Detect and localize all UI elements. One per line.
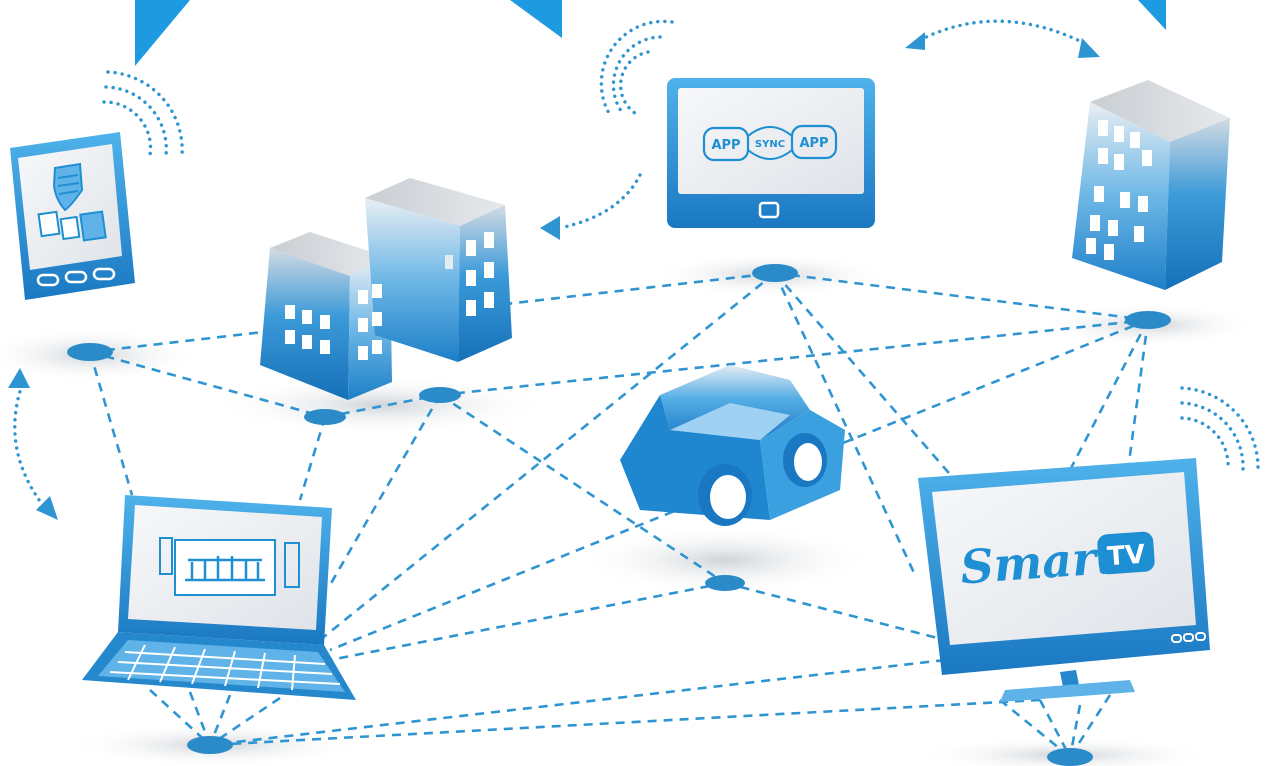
network-nodes <box>67 264 1171 766</box>
laptop-icon <box>82 495 356 700</box>
smart-tv-icon: Smart TV <box>918 458 1210 702</box>
tv-badge-label: TV <box>1106 540 1146 573</box>
top-triangles <box>135 0 1166 66</box>
node-tablet <box>752 264 798 282</box>
sync-arrow-icon <box>8 368 58 520</box>
wifi-signal-icon <box>1180 386 1260 472</box>
car-icon <box>620 365 845 526</box>
node-buildings-right <box>419 387 461 403</box>
wifi-signal-icon <box>102 70 184 157</box>
wifi-signal-icon <box>599 19 674 117</box>
sync-arrow-icon <box>540 173 642 240</box>
right-app-label: APP <box>799 136 828 151</box>
office-buildings-icon <box>260 178 512 400</box>
tablet-icon: APP SYNC APP <box>667 78 875 228</box>
node-car <box>705 575 745 591</box>
node-skyscraper <box>1125 311 1171 329</box>
smart-label: Smart <box>959 530 1120 595</box>
node-phone <box>67 343 113 361</box>
sync-arrow-icon <box>905 19 1100 58</box>
skyscraper-icon <box>1072 80 1230 290</box>
node-tv <box>1047 748 1093 766</box>
node-buildings-left <box>304 409 346 425</box>
smartphone-icon <box>10 132 135 300</box>
node-laptop <box>187 736 233 754</box>
sync-label: SYNC <box>755 139 785 150</box>
left-app-label: APP <box>711 138 740 153</box>
